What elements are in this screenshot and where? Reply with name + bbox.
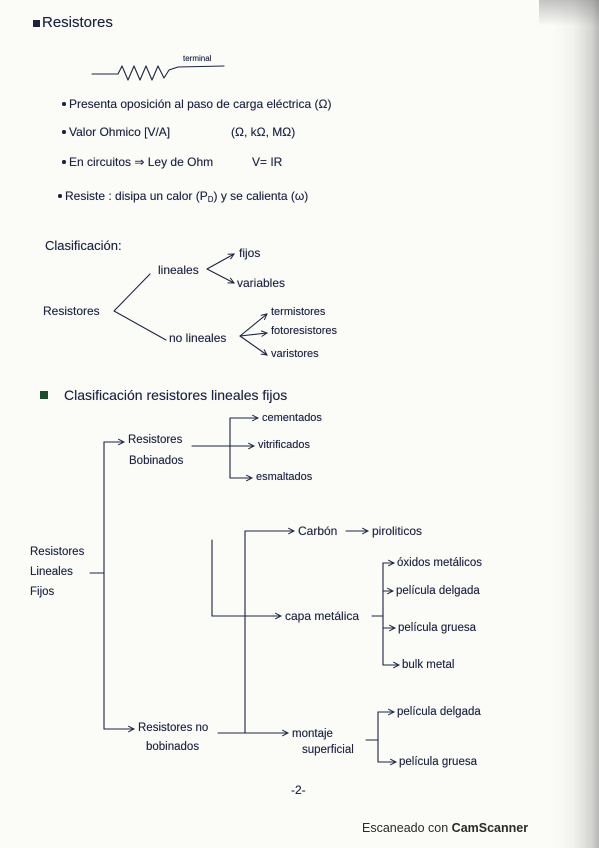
- node-lineales: lineales: [158, 263, 199, 277]
- bullet-dot: [62, 102, 66, 106]
- node-montaje-line-1: montaje: [292, 728, 333, 740]
- heading-bullet-square: [33, 20, 40, 27]
- node-no-lineales: no lineales: [169, 331, 227, 345]
- bullet-dot: [62, 160, 66, 164]
- node-oxidos-metalicos: óxidos metálicos: [397, 557, 483, 569]
- dissipation-text-after: ) y se calienta (ω): [213, 189, 309, 203]
- scanner-watermark: Escaneado con CamScanner: [362, 821, 528, 836]
- dissipation-subscript: D: [207, 195, 214, 204]
- bullet-dot: [58, 194, 62, 198]
- node-bobinados-line-2: Bobinados: [129, 455, 184, 467]
- node-cementados: cementados: [262, 412, 322, 424]
- page-edge-shadow: [553, 0, 599, 848]
- bullet-dot: [62, 130, 66, 134]
- property-ohmic-value: Valor Ohmico [V/A]: [69, 125, 171, 139]
- tree-root-line-2: Lineales: [30, 566, 73, 578]
- classification-label: Clasificación:: [45, 238, 122, 253]
- scan-corner-shadow: [539, 0, 599, 26]
- node-no-bobinados-line-1: Resistores no: [138, 722, 209, 734]
- page-number: -2-: [291, 783, 306, 797]
- arrow-to-fijos: [206, 253, 234, 270]
- property-opposition: Presenta oposición al paso de carga eléc…: [69, 97, 332, 111]
- node-vitrificados: vitrificados: [258, 439, 310, 451]
- watermark-prefix: Escaneado con: [362, 821, 449, 835]
- node-capa-metalica: capa metálica: [285, 609, 360, 623]
- classification-root: Resistores: [43, 304, 100, 318]
- property-ohms-law: En circuitos ⇒ Ley de Ohm: [69, 155, 214, 169]
- ohms-law-formula: V= IR: [252, 155, 283, 169]
- tree-root-line-1: Resistores: [30, 546, 85, 558]
- node-no-bobinados-line-2: bobinados: [146, 741, 200, 753]
- node-fotoresistores: fotoresistores: [271, 325, 338, 337]
- node-pelicula-gruesa: película gruesa: [398, 622, 476, 634]
- node-smd-pelicula-gruesa: película gruesa: [399, 756, 477, 768]
- node-piroliticos: piroliticos: [372, 524, 423, 538]
- node-carbon: Carbón: [298, 524, 338, 538]
- watermark-brand: CamScanner: [451, 821, 529, 835]
- arrow-to-varistores: [239, 335, 267, 355]
- node-variables: variables: [237, 276, 286, 290]
- node-fijos: fijos: [239, 246, 261, 260]
- node-termistores: termistores: [271, 306, 326, 318]
- section-bullet-square: [40, 391, 48, 399]
- resistor-symbol: [91, 65, 225, 81]
- property-ohmic-units: (Ω, kΩ, MΩ): [231, 125, 296, 139]
- arrow-to-variables: [206, 268, 234, 284]
- node-esmaltados: esmaltados: [256, 471, 313, 483]
- section-title: Clasificación resistores lineales fijos: [64, 387, 288, 403]
- node-varistores: varistores: [271, 348, 319, 360]
- node-montaje-line-2: superficial: [302, 744, 354, 756]
- arrow-to-fotoresistores: [239, 333, 267, 336]
- tree-root-line-3: Fijos: [30, 586, 55, 598]
- node-pelicula-delgada: película delgada: [396, 585, 480, 597]
- brace-resistores: [113, 273, 167, 341]
- arrow-to-termistores: [239, 314, 267, 337]
- node-smd-pelicula-delgada: película delgada: [397, 706, 481, 718]
- dissipation-text-before: Resiste : disipa un calor (P: [65, 189, 208, 203]
- node-bobinados-line-1: Resistores: [128, 434, 183, 446]
- terminal-label: terminal: [183, 54, 212, 63]
- node-bulk-metal: bulk metal: [402, 659, 455, 671]
- page-title: Resistores: [42, 14, 113, 31]
- property-dissipation: Resiste : disipa un calor (PD) y se cali…: [65, 189, 308, 207]
